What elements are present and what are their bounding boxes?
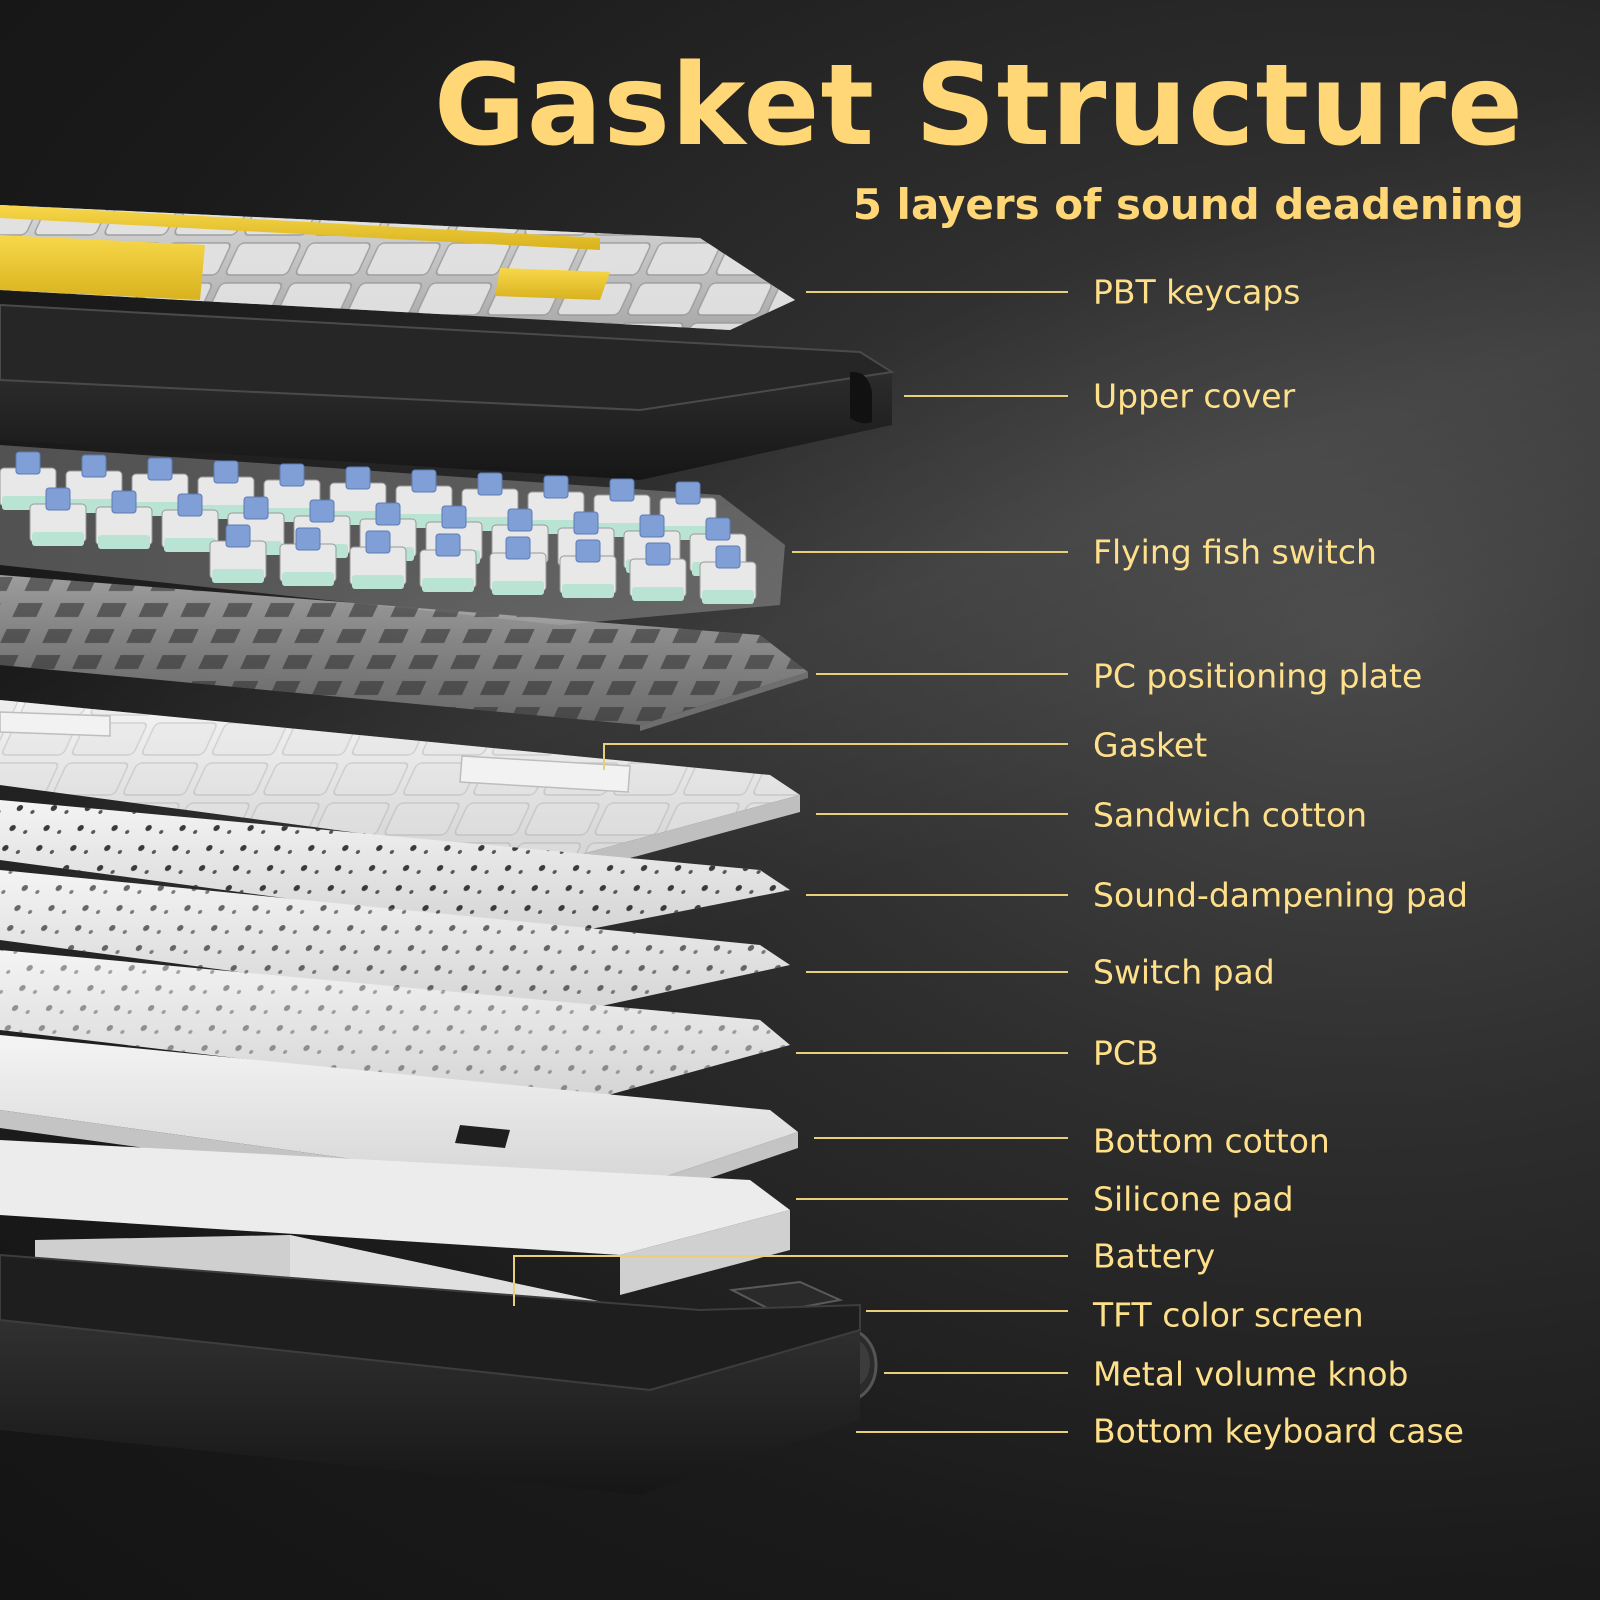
keycaps-layer	[0, 205, 795, 330]
label-metal-volume-knob: Metal volume knob	[1093, 1354, 1409, 1394]
label-upper-cover: Upper cover	[1093, 376, 1296, 416]
label-pbt-keycaps: PBT keycaps	[1093, 272, 1301, 312]
label-bottom-keyboard-case: Bottom keyboard case	[1093, 1411, 1464, 1451]
upper-cover-layer	[0, 303, 895, 480]
pcb-layer	[0, 950, 790, 1100]
switch-pad-layer	[0, 870, 790, 1015]
tft-screen	[728, 1280, 844, 1314]
switch-units	[0, 451, 757, 604]
label-sound-dampening-pad: Sound-dampening pad	[1093, 875, 1468, 915]
bottom-case-layer	[0, 1253, 861, 1495]
switch-unit	[349, 530, 407, 589]
page-title: Gasket Structure	[433, 41, 1524, 171]
label-pcb: PCB	[1093, 1033, 1159, 1073]
label-pc-positioning-plate: PC positioning plate	[1093, 656, 1423, 696]
switch-unit	[629, 542, 687, 601]
label-gasket: Gasket	[1093, 725, 1208, 765]
switch-unit	[209, 524, 267, 583]
switch-unit	[29, 487, 87, 546]
switch-unit	[461, 472, 519, 531]
page-subtitle: 5 layers of sound deadening	[852, 180, 1524, 229]
switch-unit	[279, 527, 337, 586]
switch-unit	[161, 493, 219, 552]
bottom-cotton-layer	[0, 1035, 798, 1212]
switch-unit	[559, 539, 617, 598]
label-tft-color-screen: TFT color screen	[1093, 1295, 1364, 1335]
label-silicone-pad: Silicone pad	[1093, 1179, 1294, 1219]
label-battery: Battery	[1093, 1236, 1216, 1276]
sandwich-cotton-layer	[0, 700, 800, 877]
sound-dampening-pad-layer	[0, 800, 790, 935]
silicone-pad-layer	[0, 1140, 790, 1295]
switch-unit	[489, 536, 547, 595]
switch-unit	[419, 533, 477, 592]
label-bottom-cotton: Bottom cotton	[1093, 1121, 1330, 1161]
switch-unit	[95, 490, 153, 549]
gasket-strips	[0, 711, 631, 793]
positioning-plate-layer	[0, 575, 808, 731]
switch-unit	[395, 469, 453, 528]
label-switch-pad: Switch pad	[1093, 952, 1275, 992]
label-sandwich-cotton: Sandwich cotton	[1093, 795, 1368, 835]
switch-unit	[699, 545, 757, 604]
label-flying-fish-switch: Flying fish switch	[1093, 532, 1377, 572]
leader-lines	[513, 291, 1068, 1433]
